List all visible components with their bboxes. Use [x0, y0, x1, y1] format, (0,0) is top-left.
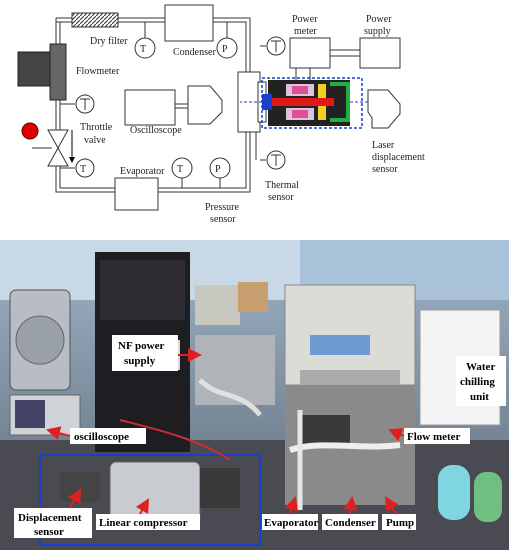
svg-text:supply: supply	[124, 355, 156, 367]
svg-text:Water: Water	[466, 361, 495, 373]
svg-text:Evaporator: Evaporator	[264, 517, 319, 529]
svg-text:P: P	[215, 164, 221, 175]
power-meter-box	[289, 37, 331, 69]
svg-text:T: T	[80, 164, 86, 175]
svg-text:oscilloscope: oscilloscope	[74, 431, 129, 443]
oscilloscope-box	[124, 89, 176, 126]
svg-text:T: T	[177, 164, 183, 175]
condenser-box	[164, 4, 214, 42]
dry-filter-label: Dry filter	[90, 36, 128, 47]
label-linear-compressor: Linear compressor	[96, 514, 200, 530]
power-supply-label-1: Power	[366, 14, 392, 25]
dry-filter	[71, 12, 119, 28]
flowmeter-label: Flowmeter	[76, 66, 120, 77]
svg-text:Displacement: Displacement	[18, 512, 82, 524]
thermal-sensor-label-1: Thermal	[265, 180, 299, 191]
linear-compressor-device	[109, 461, 201, 523]
oscilloscope-label: Oscilloscope	[130, 125, 182, 136]
label-evaporator: Evaporator	[262, 514, 319, 530]
label-displacement-sensor: Displacement sensor	[14, 508, 92, 538]
svg-text:unit: unit	[470, 391, 489, 403]
label-pump: Pump	[382, 514, 416, 530]
svg-text:P: P	[222, 44, 228, 55]
evaporator-label: Evaporator	[120, 166, 165, 177]
laser-label-2: displacement	[372, 152, 425, 163]
compressor-highlight-box	[39, 454, 261, 546]
temperature-gauge-top	[134, 37, 156, 59]
evaporator-box	[114, 177, 159, 211]
condenser-label: Condenser	[173, 47, 216, 58]
power-meter-label-2: meter	[294, 26, 317, 37]
pressure-gauge-top	[216, 37, 238, 59]
laser-label-1: Laser	[372, 140, 395, 151]
power-meter-label-1: Power	[292, 14, 318, 25]
svg-text:sensor: sensor	[34, 526, 64, 538]
svg-text:chilling: chilling	[460, 376, 495, 388]
svg-text:Condenser: Condenser	[325, 517, 376, 529]
laser-label-3: sensor	[372, 164, 398, 175]
lab-photo: NF power supply Water chilling unit osci…	[0, 240, 509, 550]
label-nf-power-supply: NF power supply	[112, 335, 178, 371]
schematic-diagram: Dry filter Condenser T P Flowmeter Throt…	[17, 4, 425, 225]
label-flow-meter: Flow meter	[404, 428, 470, 444]
sensor-head	[187, 85, 223, 125]
svg-text:Flow meter: Flow meter	[407, 431, 461, 443]
label-water-chilling-unit: Water chilling unit	[456, 356, 506, 406]
pressure-sensor-label-2: sensor	[210, 214, 236, 225]
svg-text:Pump: Pump	[386, 517, 414, 529]
throttle-valve-knob	[21, 122, 39, 140]
pressure-sensor-label-1: Pressure	[205, 202, 239, 213]
pressure-gauge-bottom	[209, 157, 231, 179]
laser-sensor-head	[367, 89, 401, 129]
throttle-valve-label-1: Throttle	[80, 122, 113, 133]
label-oscilloscope: oscilloscope	[70, 428, 146, 444]
flowmeter-body	[17, 51, 51, 87]
flowmeter-tube	[49, 43, 67, 101]
throttle-valve	[47, 129, 69, 167]
gas-cylinder-green	[474, 472, 502, 522]
svg-text:NF power: NF power	[118, 340, 164, 352]
thermal-sensor-label-2: sensor	[268, 192, 294, 203]
svg-text:Linear compressor: Linear compressor	[99, 517, 188, 529]
svg-text:T: T	[140, 44, 146, 55]
temperature-gauge-bottom	[171, 157, 193, 179]
power-supply-label-2: supply	[364, 26, 391, 37]
power-supply-box	[359, 37, 401, 69]
gas-cylinder-blue	[438, 465, 470, 520]
temperature-gauge-left	[75, 158, 95, 178]
label-condenser: Condenser	[322, 514, 378, 530]
throttle-valve-label-2: valve	[84, 135, 106, 146]
